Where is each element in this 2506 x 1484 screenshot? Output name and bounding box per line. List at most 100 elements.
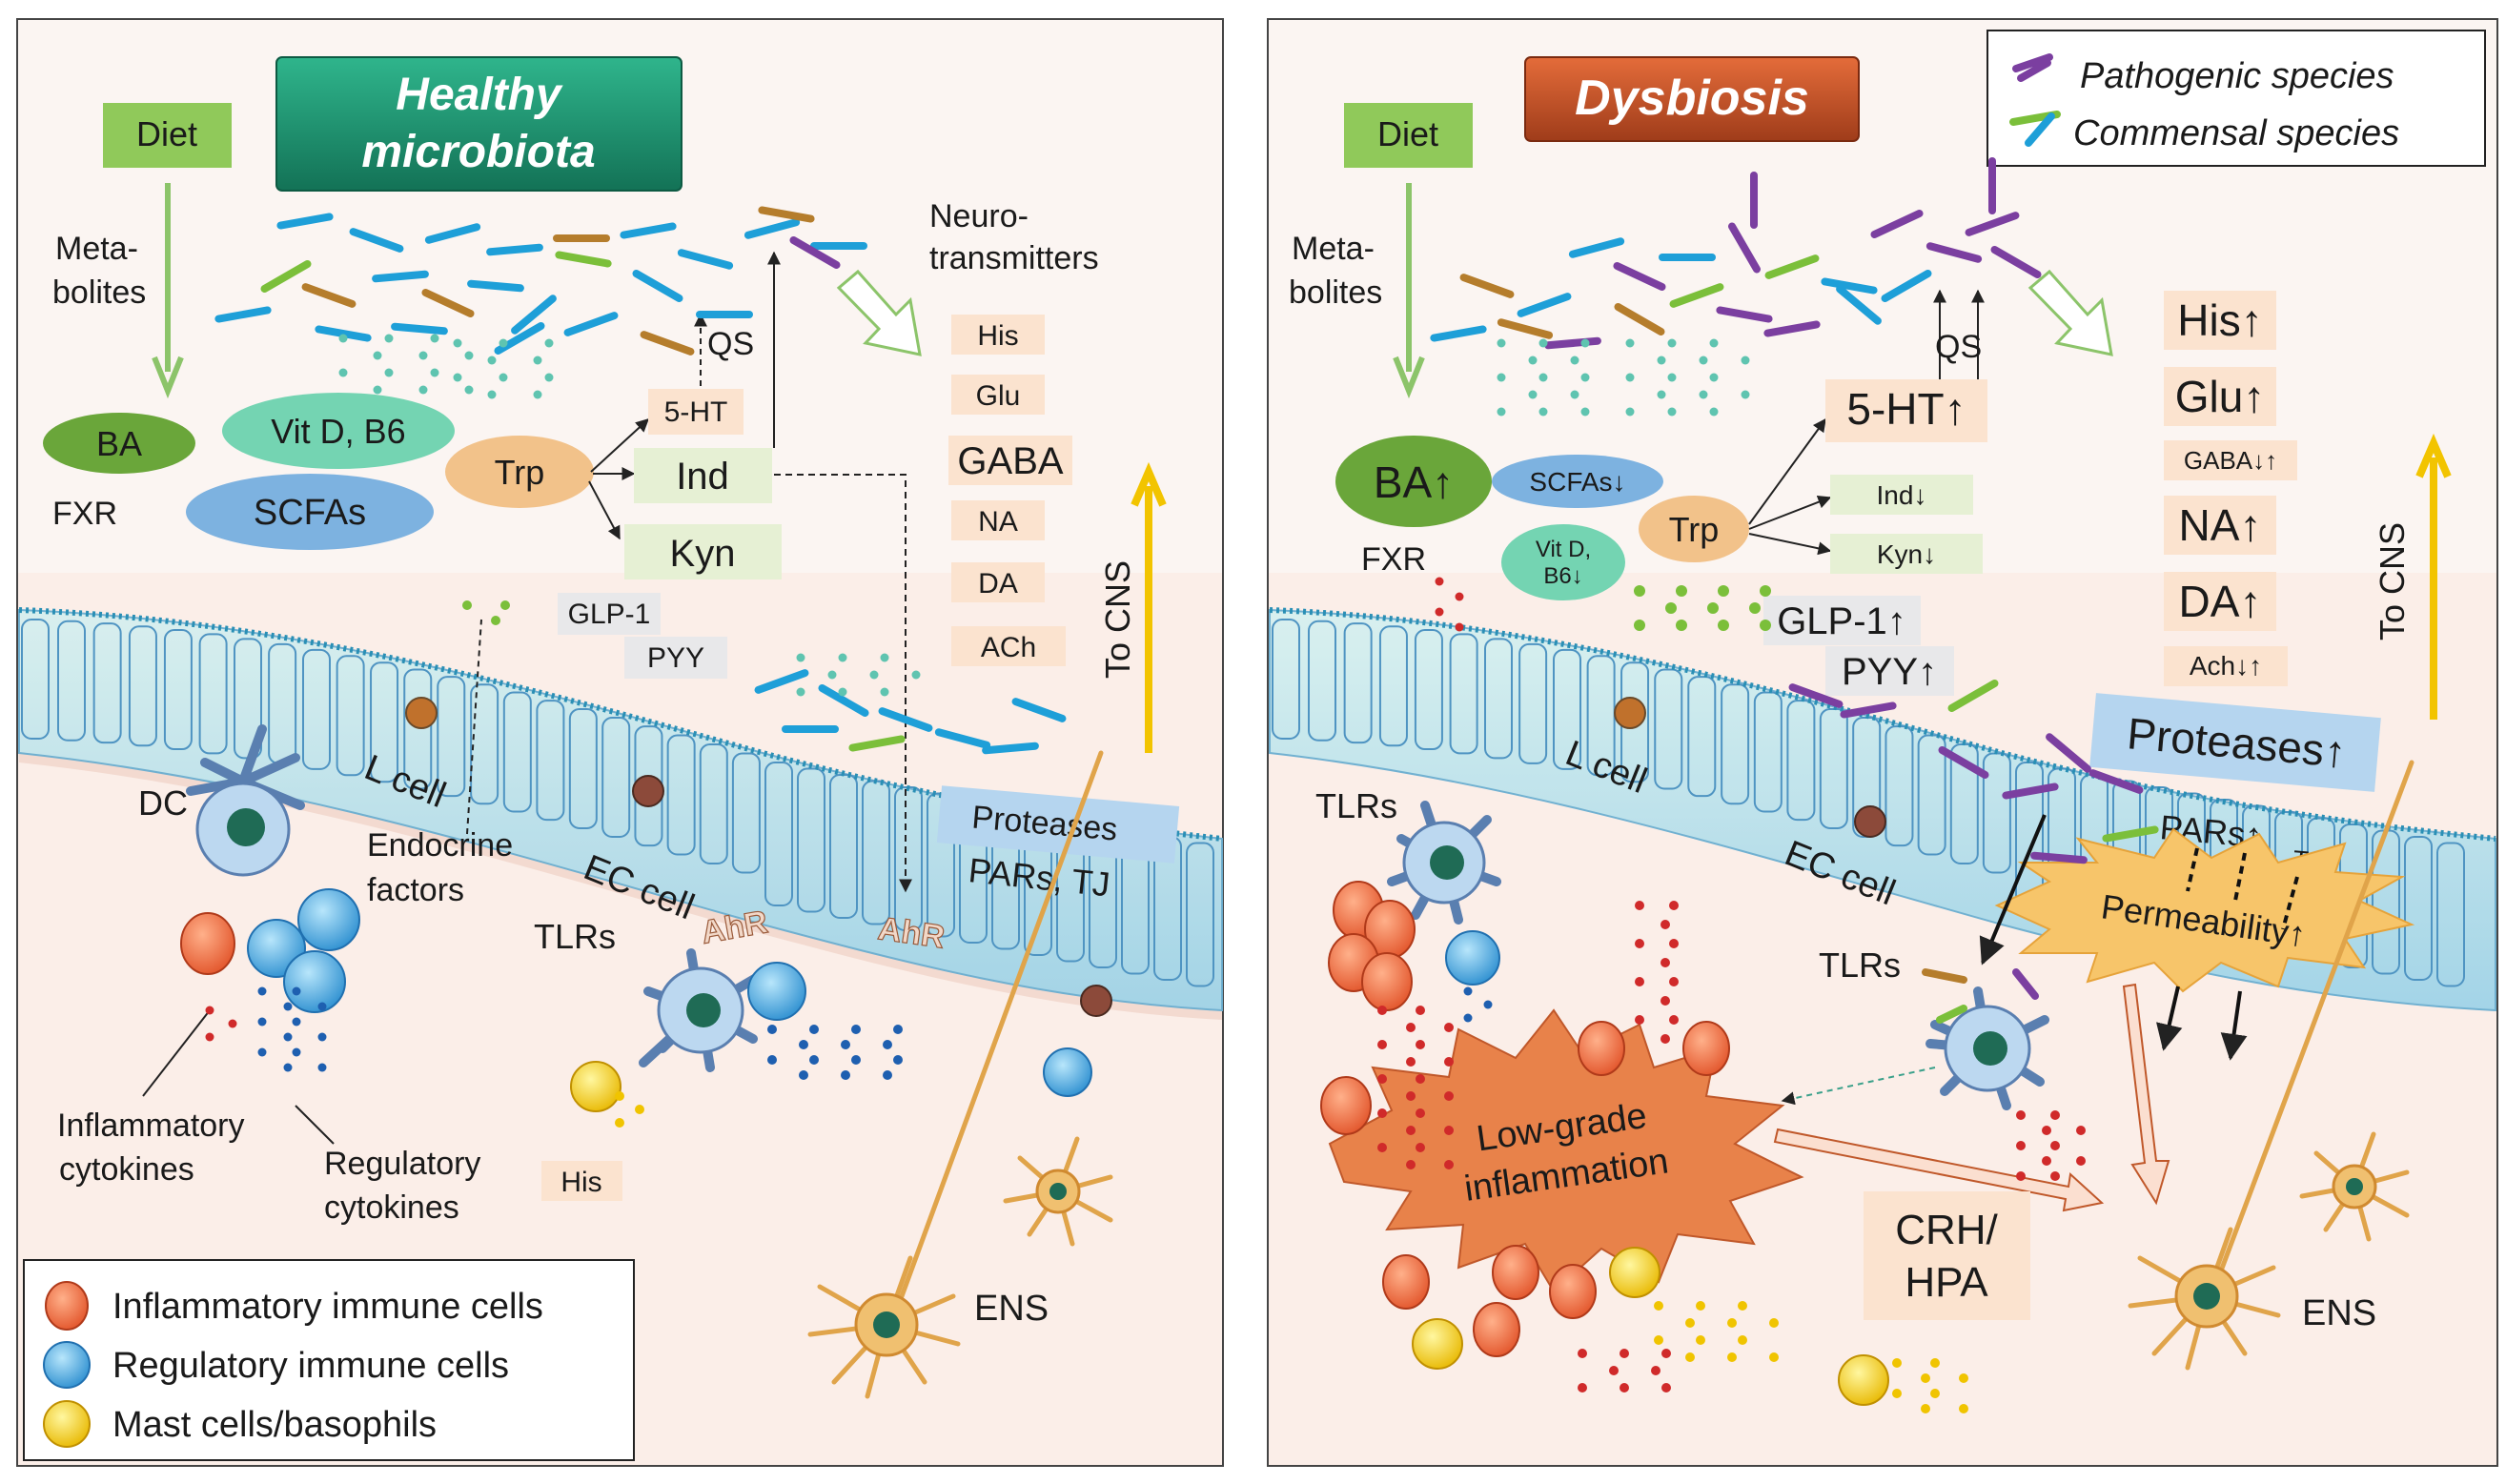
bacterium	[640, 331, 695, 356]
cytokine-dot	[2050, 1110, 2060, 1120]
healthy-5ht-box	[648, 389, 744, 435]
dysbiosis-leak-arrows	[1979, 814, 2299, 1061]
healthy-endocrine-line1: Endocrine	[367, 827, 513, 864]
cytokine-dot	[1696, 1301, 1705, 1311]
legend-regulatory-label: Regulatory immune cells	[112, 1346, 509, 1386]
healthy-his: His	[977, 320, 1018, 352]
cytokine-dot	[283, 1002, 293, 1011]
cytokine-dot	[2076, 1126, 2086, 1135]
dysbiosis-lcell-nucleus	[1614, 697, 1646, 729]
cytokine-dot	[1497, 373, 1506, 382]
cell-legend: Inflammatory immune cells Regulatory imm…	[23, 1259, 635, 1461]
cytokine-dot	[799, 1040, 808, 1049]
dysbiosis-proteases-box	[2089, 693, 2381, 792]
legend-commensal-icon-blue	[2025, 112, 2055, 147]
cytokine-dot	[500, 600, 510, 610]
legend-inflammatory-label: Inflammatory immune cells	[112, 1287, 543, 1327]
dysbiosis-to-cns-arrow	[2415, 433, 2452, 720]
bacterium	[2046, 733, 2091, 773]
cytokine-dot	[1463, 986, 1473, 996]
cytokine-dot	[1707, 602, 1719, 614]
cytokine-dot	[1625, 407, 1635, 417]
healthy-dc-label: DC	[138, 783, 188, 823]
cytokine-dot	[1455, 592, 1464, 601]
legend-inflammatory-icon	[45, 1281, 89, 1331]
healthy-reg-cyt-line2: cytokines	[324, 1189, 459, 1226]
cytokine-dot	[228, 1019, 237, 1028]
cytokine-dot	[1377, 1006, 1387, 1015]
healthy-ach: ACh	[981, 632, 1036, 663]
cytokine-dot	[1377, 1143, 1387, 1152]
cytokine-dot	[841, 1040, 850, 1049]
bacterium	[1568, 237, 1625, 258]
cytokine-dot	[615, 1118, 624, 1128]
cytokine-dot	[487, 356, 497, 365]
dysbiosis-nt-arrow	[2027, 269, 2113, 356]
cytokine-dot	[2076, 1156, 2086, 1166]
healthy-scfas-node	[186, 474, 434, 550]
cytokine-dot	[2042, 1156, 2051, 1166]
cytokine-dot	[1738, 1335, 1747, 1345]
cytokine-dot	[615, 1091, 624, 1101]
cytokine-dot	[796, 687, 805, 697]
healthy-infl-leader	[142, 1009, 211, 1097]
healthy-nt-line1: Neuro-	[929, 198, 1029, 234]
healthy-pyy: PYY	[647, 642, 704, 674]
cytokine-dot	[533, 356, 542, 365]
cytokine-dot	[841, 1070, 850, 1080]
healthy-da: DA	[978, 568, 1018, 600]
cytokine-dot	[544, 373, 554, 382]
dysbiosis-ens-nucleus	[2193, 1283, 2220, 1310]
healthy-glp1: GLP-1	[568, 599, 651, 630]
cytokine-dot	[418, 351, 428, 360]
bacterium	[1011, 698, 1067, 722]
dysbiosis-diet-box	[1344, 103, 1473, 168]
cytokine-dot	[1921, 1404, 1930, 1413]
bacterium	[1788, 683, 1844, 708]
healthy-his-bottom: His	[560, 1167, 601, 1198]
cytokine-dot	[1444, 1126, 1454, 1135]
cytokine-dot	[851, 1025, 861, 1034]
legend-mast-label: Mast cells/basophils	[112, 1405, 437, 1445]
cytokine-dot	[2042, 1126, 2051, 1135]
healthy-glu: Glu	[976, 380, 1021, 412]
legend-pathogenic-icon	[2012, 53, 2053, 82]
cytokine-dot	[1669, 977, 1679, 986]
legend-mast-icon	[43, 1400, 91, 1448]
cytokine-dot	[533, 390, 542, 399]
dysbiosis-vitd-line2: B6↓	[1543, 563, 1582, 589]
bacterium	[301, 283, 357, 308]
healthy-metabolites-line1: Meta-	[55, 231, 138, 267]
cytokine-dot	[1709, 407, 1719, 417]
cytokine-dot	[1661, 1383, 1671, 1393]
dysbiosis-ach: Ach↓↑	[2190, 651, 2262, 681]
dysbiosis-nt-list: His↑ Glu↑ GABA↓↑ NA↑ DA↑ Ach↓↑	[2164, 291, 2297, 686]
cytokine-dot	[880, 653, 889, 662]
dysbiosis-trp-label: Trp	[1669, 510, 1720, 549]
healthy-his-box	[541, 1161, 622, 1201]
cytokine-dot	[1444, 1057, 1454, 1067]
dysbiosis-tlrs-left: TLRs	[1315, 786, 1397, 825]
healthy-to-cns-label: To CNS	[1098, 560, 1137, 679]
legend-commensal-label: Commensal species	[2073, 113, 2399, 153]
bacterium	[260, 260, 312, 293]
cytokine-dot	[1635, 1015, 1644, 1025]
healthy-nt-list: His Glu GABA NA DA ACh	[948, 315, 1072, 666]
dysbiosis-tlrs-mid: TLRs	[1819, 945, 1901, 985]
healthy-tlrs-label: TLRs	[534, 917, 616, 956]
dysbiosis-dendritic-cell-left	[1387, 801, 1501, 925]
healthy-ba-label: BA	[96, 424, 142, 463]
cytokine-dot	[499, 338, 508, 348]
cytokine-dot	[2050, 1141, 2060, 1150]
bacterium	[1938, 746, 1989, 779]
dysbiosis-pyy-box	[1825, 646, 1954, 696]
dysbiosis-to-cns-label: To CNS	[2373, 522, 2412, 640]
bacterium	[391, 322, 448, 335]
bacterium	[1459, 274, 1515, 298]
dysbiosis-glp1-box	[1763, 596, 1921, 645]
healthy-dendritic-cell	[186, 724, 305, 877]
cytokine-dot	[1657, 390, 1666, 399]
cytokine-dot	[464, 351, 474, 360]
bacterium	[424, 223, 481, 244]
bacteria-group	[214, 157, 2159, 864]
